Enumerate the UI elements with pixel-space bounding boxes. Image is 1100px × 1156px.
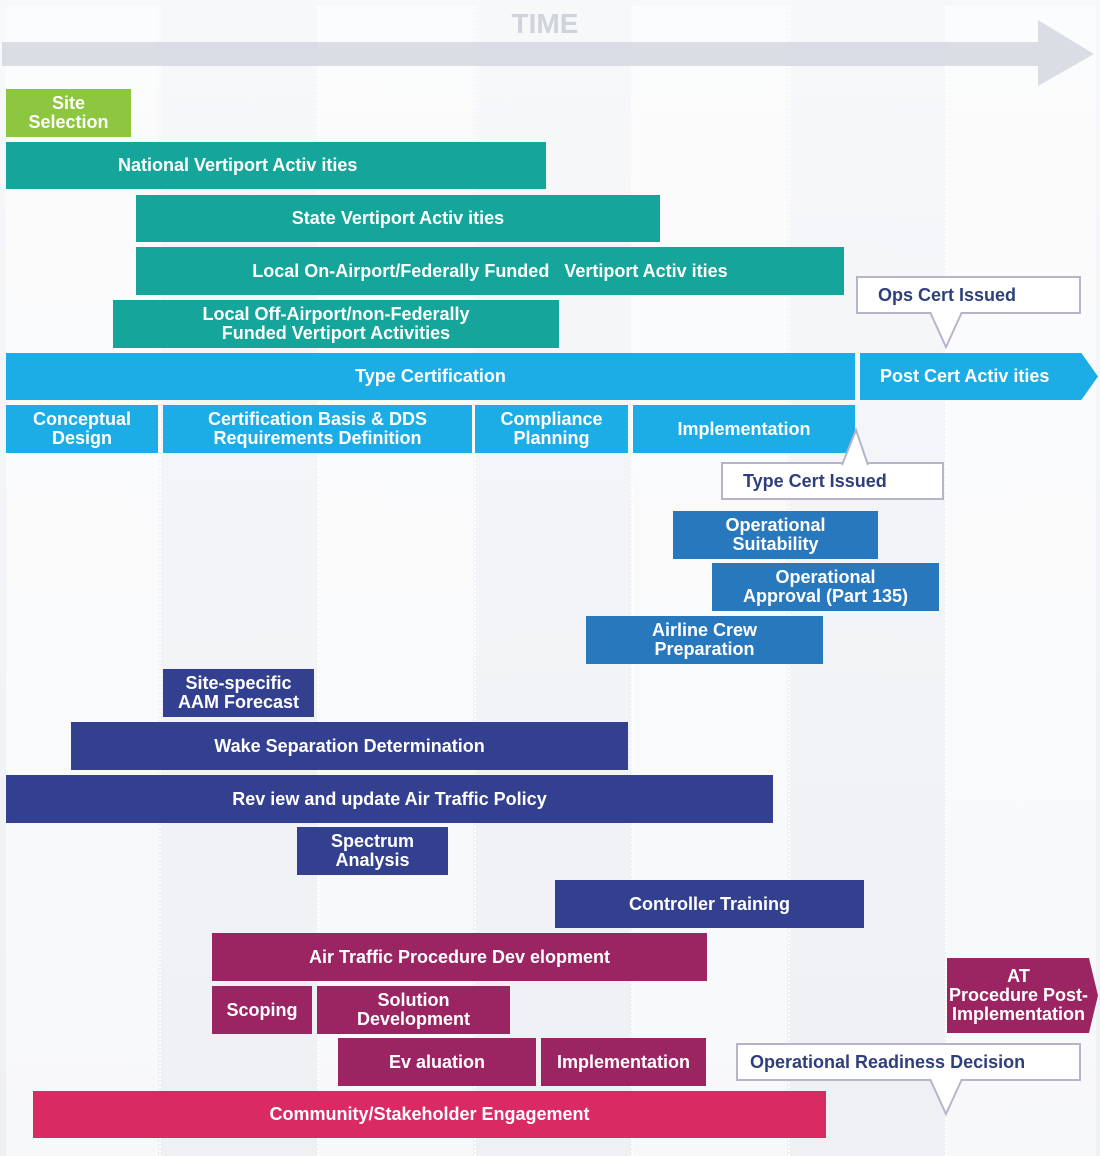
bar-label: Spectrum Analysis (330, 831, 415, 870)
bar-national-vertiport: National Vertiport Activ ities (6, 142, 546, 189)
callout-pointer-icon (929, 1078, 963, 1117)
bar-post-cert: Post Cert Activ ities (860, 353, 1098, 400)
bar-label: Site Selection (28, 93, 109, 132)
callout-label: Operational Readiness Decision (750, 1051, 1026, 1072)
callout-pointer-icon (841, 427, 869, 466)
bar-label: Operational Approval (Part 135) (742, 567, 909, 606)
bar-operational-suitability: Operational Suitability (673, 511, 878, 559)
bar-label: Rev iew and update Air Traffic Policy (232, 788, 547, 809)
bar-local-on-airport: Local On-Airport/Federally Funded Vertip… (136, 247, 844, 295)
bar-airline-crew: Airline Crew Preparation (586, 616, 823, 664)
bar-aam-forecast: Site-specific AAM Forecast (163, 669, 314, 717)
bar-state-vertiport: State Vertiport Activ ities (136, 195, 660, 242)
bar-evaluation: Ev aluation (338, 1038, 536, 1086)
bar-label: AT Procedure Post- Implementation (948, 966, 1089, 1024)
bar-label: Implementation (677, 418, 811, 439)
callout-label: Ops Cert Issued (878, 284, 1017, 305)
bar-label: Compliance Planning (500, 409, 603, 448)
bar-label: Local On-Airport/Federally Funded Vertip… (252, 260, 728, 281)
bar-label: National Vertiport Activ ities (118, 155, 358, 175)
bar-label: Scoping (226, 999, 298, 1020)
bar-type-certification: Type Certification (6, 353, 855, 400)
column-divider (631, 6, 633, 1156)
bar-label: Air Traffic Procedure Dev elopment (308, 946, 611, 967)
bar-local-off-airport: Local Off-Airport/non-Federally Funded V… (113, 300, 559, 348)
bar-community-engagement: Community/Stakeholder Engagement (33, 1091, 826, 1138)
callout-label: Type Cert Issued (743, 470, 887, 491)
bar-spectrum-analysis: Spectrum Analysis (297, 827, 448, 875)
column-divider (159, 6, 161, 1156)
column-band (6, 6, 158, 1156)
bar-compliance-planning: Compliance Planning (475, 405, 628, 453)
bar-cert-basis: Certification Basis & DDS Requirements D… (163, 405, 472, 453)
bar-label: Site-specific AAM Forecast (177, 673, 300, 712)
callout-operational-readiness: Operational Readiness Decision (736, 1043, 1081, 1081)
bar-wake-separation: Wake Separation Determination (71, 722, 628, 770)
column-divider (945, 6, 947, 1156)
bar-solution-development: Solution Development (317, 986, 510, 1034)
bar-air-traffic-policy: Rev iew and update Air Traffic Policy (6, 775, 773, 823)
bar-operational-approval: Operational Approval (Part 135) (712, 563, 939, 611)
column-divider (317, 6, 319, 1156)
bar-label: Operational Suitability (725, 515, 826, 554)
bar-cert-implementation: Implementation (633, 405, 855, 453)
bar-label: Airline Crew Preparation (651, 620, 758, 659)
time-arrow-icon (2, 20, 1094, 86)
time-label: TIME (511, 8, 579, 39)
bar-label: Community/Stakeholder Engagement (269, 1104, 590, 1124)
bar-label: Post Cert Activ ities (880, 366, 1050, 386)
bar-controller-training: Controller Training (555, 880, 864, 928)
callout-ops-cert-issued: Ops Cert Issued (856, 276, 1081, 314)
bar-label: Wake Separation Determination (214, 735, 485, 756)
bar-label: Type Certification (355, 366, 506, 386)
bar-label: State Vertiport Activ ities (291, 208, 505, 228)
bar-procedure-implementation: Implementation (541, 1038, 706, 1086)
bar-conceptual-design: Conceptual Design (6, 405, 158, 453)
bar-label: Certification Basis & DDS Requirements D… (207, 409, 428, 448)
bar-procedure-development: Air Traffic Procedure Dev elopment (212, 933, 707, 981)
bar-label: Implementation (556, 1051, 690, 1072)
bar-label: Solution Development (356, 990, 471, 1029)
bar-label: Conceptual Design (32, 409, 131, 448)
callout-pointer-icon (929, 311, 963, 350)
bar-site-selection: Site Selection (6, 89, 131, 137)
bar-scoping: Scoping (212, 986, 312, 1034)
bar-label: Ev aluation (388, 1051, 486, 1072)
bar-label: Local Off-Airport/non-Federally Funded V… (202, 304, 470, 343)
bar-label: Controller Training (628, 893, 790, 914)
callout-type-cert-issued: Type Cert Issued (721, 462, 944, 500)
bar-at-post-implementation: AT Procedure Post- Implementation (947, 958, 1098, 1033)
column-divider (474, 6, 476, 1156)
